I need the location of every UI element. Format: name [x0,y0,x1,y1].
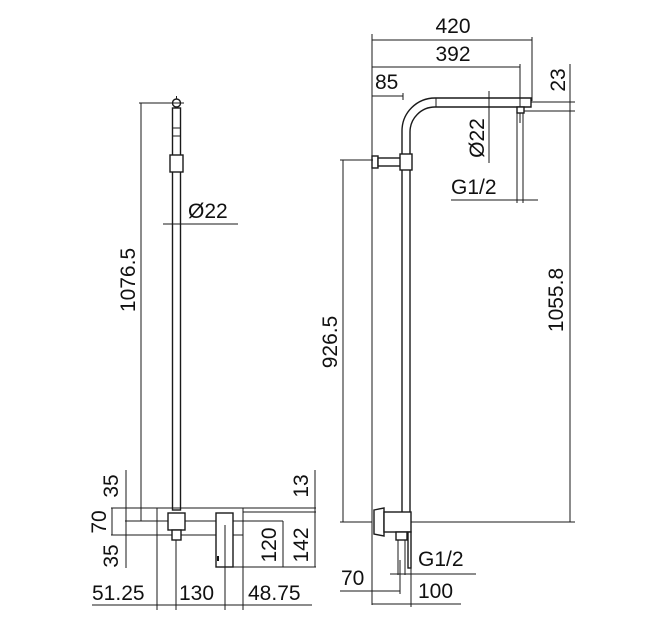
dim-label-120: 120 [258,527,281,562]
dimension-1055-8: 1055.8 [411,268,575,523]
thread-label-top: G1/2 [451,176,497,199]
thread-top-label: G1/2 [451,113,538,203]
dim-label-35-upper: 35 [100,474,123,497]
upper-bracket [371,153,413,171]
dim-label-142: 142 [290,527,313,562]
dim-label-13: 13 [290,474,313,497]
dim-label-130: 130 [179,582,214,605]
dim-label-23: 23 [547,68,570,91]
dimension-1076-5: 1076.5 [117,102,184,521]
dim-label-51-25: 51.25 [92,582,145,605]
dimension-926-5: 926.5 [319,159,373,523]
dim-label-diameter-22: Ø22 [188,200,228,223]
left-vertical-dimensions: 35 70 35 [88,470,127,568]
diameter-label: Ø22 [163,200,238,225]
left-pole [169,96,184,511]
thread-label-bottom: G1/2 [418,548,464,571]
dim-label-85: 85 [375,71,398,94]
lower-bracket-outlet [373,507,412,575]
lower-dimensions: G1/2 70 100 [340,548,476,607]
dim-label-48-75: 48.75 [248,582,301,605]
dim-label-70: 70 [88,510,111,533]
right-view: 420 392 85 23 Ø22 G1/2 926.5 10 [319,15,575,607]
dim-label-arm-diameter: Ø22 [466,118,489,158]
top-dimensions: 420 392 85 [371,15,533,605]
dim-label-392: 392 [435,43,470,66]
dim-label-1076-5: 1076.5 [117,248,140,312]
dim-label-100: 100 [418,580,453,603]
right-vertical-dimensions: 13 120 142 [216,470,316,568]
dim-label-1055-8: 1055.8 [545,268,568,332]
dim-label-420: 420 [435,15,470,38]
dim-label-35-lower: 35 [100,544,123,567]
arm-diameter-label: Ø22 [466,91,490,163]
bottom-dimensions: 51.25 130 48.75 [92,535,312,610]
dim-label-926-5: 926.5 [319,316,342,369]
dimension-23: 23 [524,64,575,522]
right-pole-with-arm [401,97,532,516]
left-view: 1076.5 Ø22 35 70 35 [88,96,316,610]
dim-label-70-right: 70 [341,567,364,590]
